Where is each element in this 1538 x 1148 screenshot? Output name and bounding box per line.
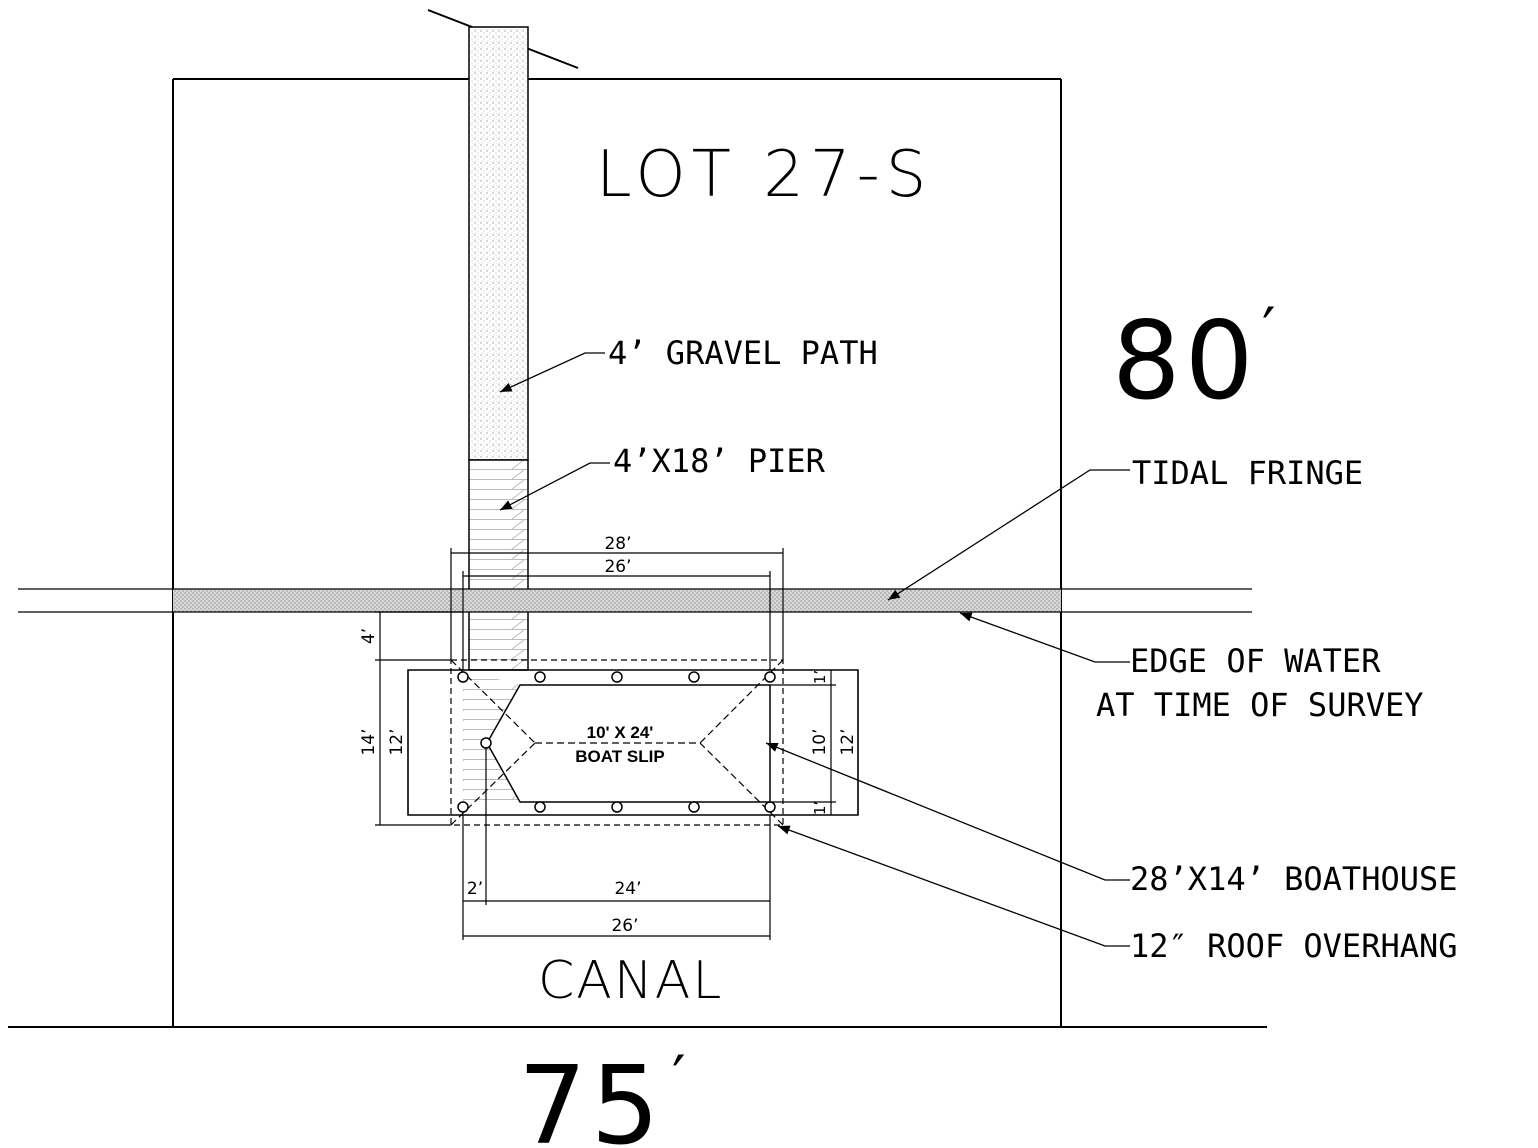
deck-hatched-area: [463, 670, 520, 810]
boathouse: 10' X 24' BOAT SLIP: [407, 659, 859, 826]
callout-boathouse: 28’X14’ BOATHOUSE: [1130, 860, 1458, 898]
lot-depth-prime: ′: [1262, 295, 1276, 365]
callout-edge-of-water-line1: EDGE OF WATER: [1130, 642, 1381, 680]
lot-label: LOT 27-S: [596, 138, 932, 212]
piling-posts: [457, 671, 776, 813]
dim-bottom-offset: 2’: [467, 879, 483, 899]
callout-edge-of-water-line2: AT TIME OF SURVEY: [1096, 686, 1424, 724]
dim-right-bottom: 1’: [811, 801, 829, 815]
roof-hip-lines: [450, 659, 784, 826]
dimension-lines: [375, 548, 859, 940]
boat-slip-label-line2: BOAT SLIP: [575, 747, 664, 766]
lot-depth-dimension: 80: [1112, 299, 1257, 424]
dim-right-outer: 12’: [838, 728, 858, 755]
callout-pier: 4’X18’ PIER: [613, 442, 826, 480]
dim-bottom-outer: 26’: [611, 916, 638, 936]
pier: [468, 459, 529, 671]
property-boundary: [172, 78, 1062, 1027]
dim-left-inner: 12’: [387, 728, 407, 755]
roof-overhang-outline: [450, 659, 784, 826]
callout-gravel-path: 4’ GRAVEL PATH: [608, 334, 878, 372]
dim-right-top: 1’: [811, 670, 829, 684]
dim-top-inner: 26’: [604, 557, 631, 577]
dim-top-outer: 28’: [604, 534, 631, 554]
canal-label: CANAL: [538, 951, 723, 1011]
lot-width-dimension: 75: [518, 1044, 663, 1148]
dim-right-mid: 10’: [810, 728, 830, 755]
dim-left-setback: 4’: [359, 628, 379, 644]
leader-lines: [499, 352, 1130, 947]
tidal-fringe-band: [173, 589, 1061, 612]
lot-width-prime: ′: [672, 1043, 686, 1113]
callout-roof-overhang: 12″ ROOF OVERHANG: [1130, 927, 1458, 965]
gravel-path: [468, 26, 529, 461]
dim-bottom-inner: 24’: [614, 879, 641, 899]
callout-tidal-fringe: TIDAL FRINGE: [1132, 454, 1363, 492]
boat-slip-label-line1: 10' X 24': [587, 723, 654, 742]
dim-left-outer: 14’: [359, 728, 379, 755]
